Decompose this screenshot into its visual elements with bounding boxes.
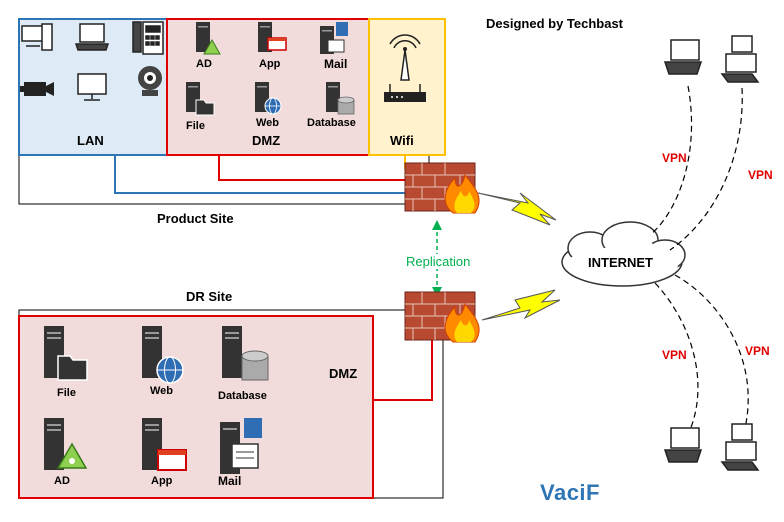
ip-phone-icon (132, 21, 164, 55)
server-label: Database (307, 117, 356, 129)
server-label: Web (150, 385, 174, 397)
vpn-link-3 (654, 282, 699, 431)
wifi-label: Wifi (390, 133, 414, 148)
vpn-link-4 (674, 274, 749, 429)
app-server-icon (258, 22, 287, 52)
vacif-logo: VaciF (540, 480, 600, 505)
webcam-icon (138, 66, 162, 96)
server-label: Mail (218, 474, 242, 488)
app-server-icon (142, 418, 187, 471)
web-server-icon (255, 82, 282, 115)
monitor-icon (77, 73, 107, 101)
dr-dmz-label: DMZ (329, 366, 358, 381)
lightning-bolt-bottom (481, 289, 561, 321)
server-label: File (57, 387, 76, 399)
vpn-link-2 (669, 87, 743, 251)
vpn-link-1 (649, 85, 693, 236)
laptop-icon (663, 427, 703, 463)
database-server-icon (222, 326, 269, 381)
file-server-icon (186, 82, 215, 116)
server-label: Mail (324, 57, 348, 71)
replication-label: Replication (406, 254, 471, 269)
mail-server-icon (220, 418, 262, 474)
dmz-link (218, 155, 410, 181)
product-dmz-label: DMZ (252, 133, 281, 148)
server-label: Database (218, 390, 267, 402)
firewall-icon (404, 162, 480, 214)
file-server-icon (44, 326, 88, 381)
vpn-label: VPN (745, 344, 770, 358)
lan-label: LAN (77, 133, 104, 148)
dr-site-title: DR Site (186, 289, 233, 304)
replication-arrow-up (432, 220, 442, 230)
server-label: App (151, 475, 173, 487)
wifi-router-icon (384, 34, 426, 102)
internet-label: INTERNET (588, 255, 653, 270)
camera-icon (20, 82, 54, 96)
web-server-icon (142, 326, 184, 384)
dr-dmz-link (373, 340, 433, 401)
internet-cloud-icon (561, 221, 686, 287)
desktop-icon (720, 35, 760, 83)
desktop-icon (720, 423, 760, 471)
server-label: App (259, 58, 281, 70)
vpn-label: VPN (748, 168, 773, 182)
vpn-label: VPN (662, 348, 687, 362)
vpn-label: VPN (662, 151, 687, 165)
firewall-icon (404, 291, 480, 343)
product-site-title: Product Site (157, 211, 234, 226)
server-label: AD (196, 58, 212, 70)
ad-server-icon (196, 22, 221, 55)
server-label: File (186, 120, 205, 132)
laptop-icon (663, 39, 703, 75)
laptop-icon (74, 23, 110, 51)
dr-dmz-zone (18, 315, 374, 499)
designed-by-label: Designed by Techbast (486, 16, 624, 31)
lightning-bolt-top (477, 192, 557, 226)
database-server-icon (326, 82, 355, 115)
desktop-icon (21, 23, 53, 51)
server-label: Web (256, 117, 280, 129)
mail-server-icon (320, 22, 348, 54)
lan-link (114, 155, 410, 194)
server-label: AD (54, 475, 70, 487)
ad-server-icon (44, 418, 88, 470)
